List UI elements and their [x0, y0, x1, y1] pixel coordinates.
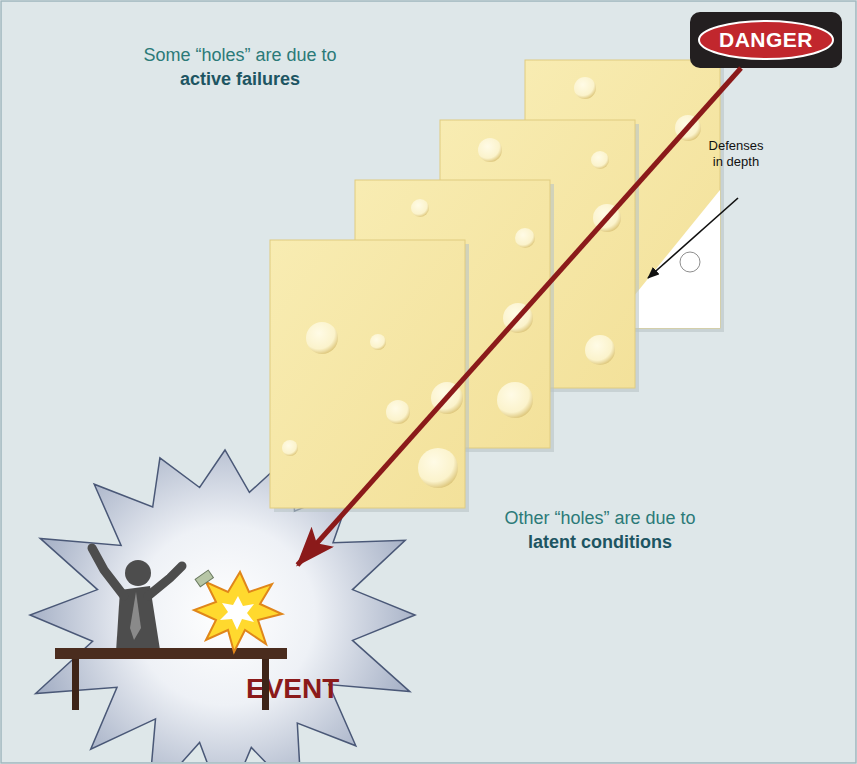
- annotation: latent conditions: [450, 532, 750, 554]
- cheese-hole: [585, 335, 615, 365]
- defense-label: Defenses in depth: [702, 138, 770, 169]
- cheese-hole: [574, 77, 596, 99]
- cheese-hole: [593, 204, 621, 232]
- leader-arrow: [648, 198, 738, 278]
- table-top: [55, 648, 287, 659]
- annotation: Some “holes” are due to: [90, 45, 390, 67]
- cheese-hole: [431, 382, 463, 414]
- explosion-core: [220, 596, 254, 630]
- annotation: Other “holes” are due to: [450, 508, 750, 530]
- cheese-hole: [591, 151, 609, 169]
- sign-text: DANGER: [690, 12, 842, 68]
- defense-layer: [270, 240, 469, 512]
- event-label: EVENT: [246, 673, 339, 705]
- annotation: active failures: [90, 69, 390, 91]
- cheese-slice: [270, 240, 465, 508]
- cheese-hole: [418, 448, 458, 488]
- table-leg: [72, 658, 79, 710]
- cheese-hole: [675, 115, 701, 141]
- cheese-hole: [478, 138, 502, 162]
- sign-plate: [690, 12, 842, 68]
- cheese-hole: [515, 228, 535, 248]
- hazard-trajectory: [297, 68, 741, 565]
- cheese-hole: [411, 199, 429, 217]
- cheese-hole: [503, 303, 533, 333]
- danger-sign: DANGER: [690, 12, 842, 68]
- person-tie: [130, 592, 141, 640]
- cheese-hole: [497, 382, 533, 418]
- person-head: [125, 560, 151, 586]
- cheese-hole: [680, 252, 700, 272]
- cheese-hole: [306, 322, 338, 354]
- table-leg: [262, 658, 269, 710]
- cheese-hole: [370, 334, 386, 350]
- starburst: [30, 450, 415, 762]
- cheese-hole: [386, 400, 410, 424]
- cheese-hole: [282, 440, 298, 456]
